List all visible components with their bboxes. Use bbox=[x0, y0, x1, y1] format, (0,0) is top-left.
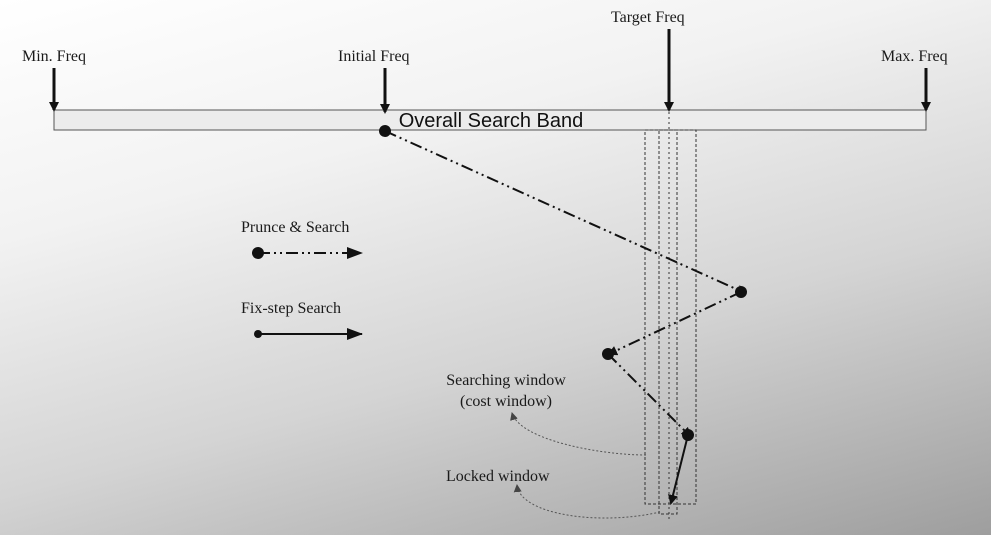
target-freq-label: Target Freq bbox=[611, 9, 685, 26]
legend-prunce-label: Prunce & Search bbox=[241, 219, 349, 236]
legend-fixstep-label: Fix-step Search bbox=[241, 300, 341, 317]
locked-window-box bbox=[658, 129, 678, 515]
searching-window-label-2: (cost window) bbox=[460, 393, 552, 410]
searching-window-pointer bbox=[510, 412, 647, 456]
max-freq-label: Max. Freq bbox=[881, 48, 948, 65]
fix-step-path bbox=[668, 434, 689, 505]
searching-window-label-1: Searching window bbox=[446, 372, 566, 389]
locked-window-pointer bbox=[513, 484, 661, 519]
search-band-bar bbox=[53, 109, 927, 131]
prunce-search-path-2 bbox=[607, 291, 742, 356]
min-freq-label: Min. Freq bbox=[22, 48, 86, 65]
prunce-search-path-1 bbox=[384, 130, 747, 295]
prunce-search-path-3 bbox=[607, 353, 692, 438]
locked-window-label: Locked window bbox=[446, 468, 550, 485]
search-band-label: Overall Search Band bbox=[399, 110, 584, 132]
initial-freq-label: Initial Freq bbox=[338, 48, 410, 65]
